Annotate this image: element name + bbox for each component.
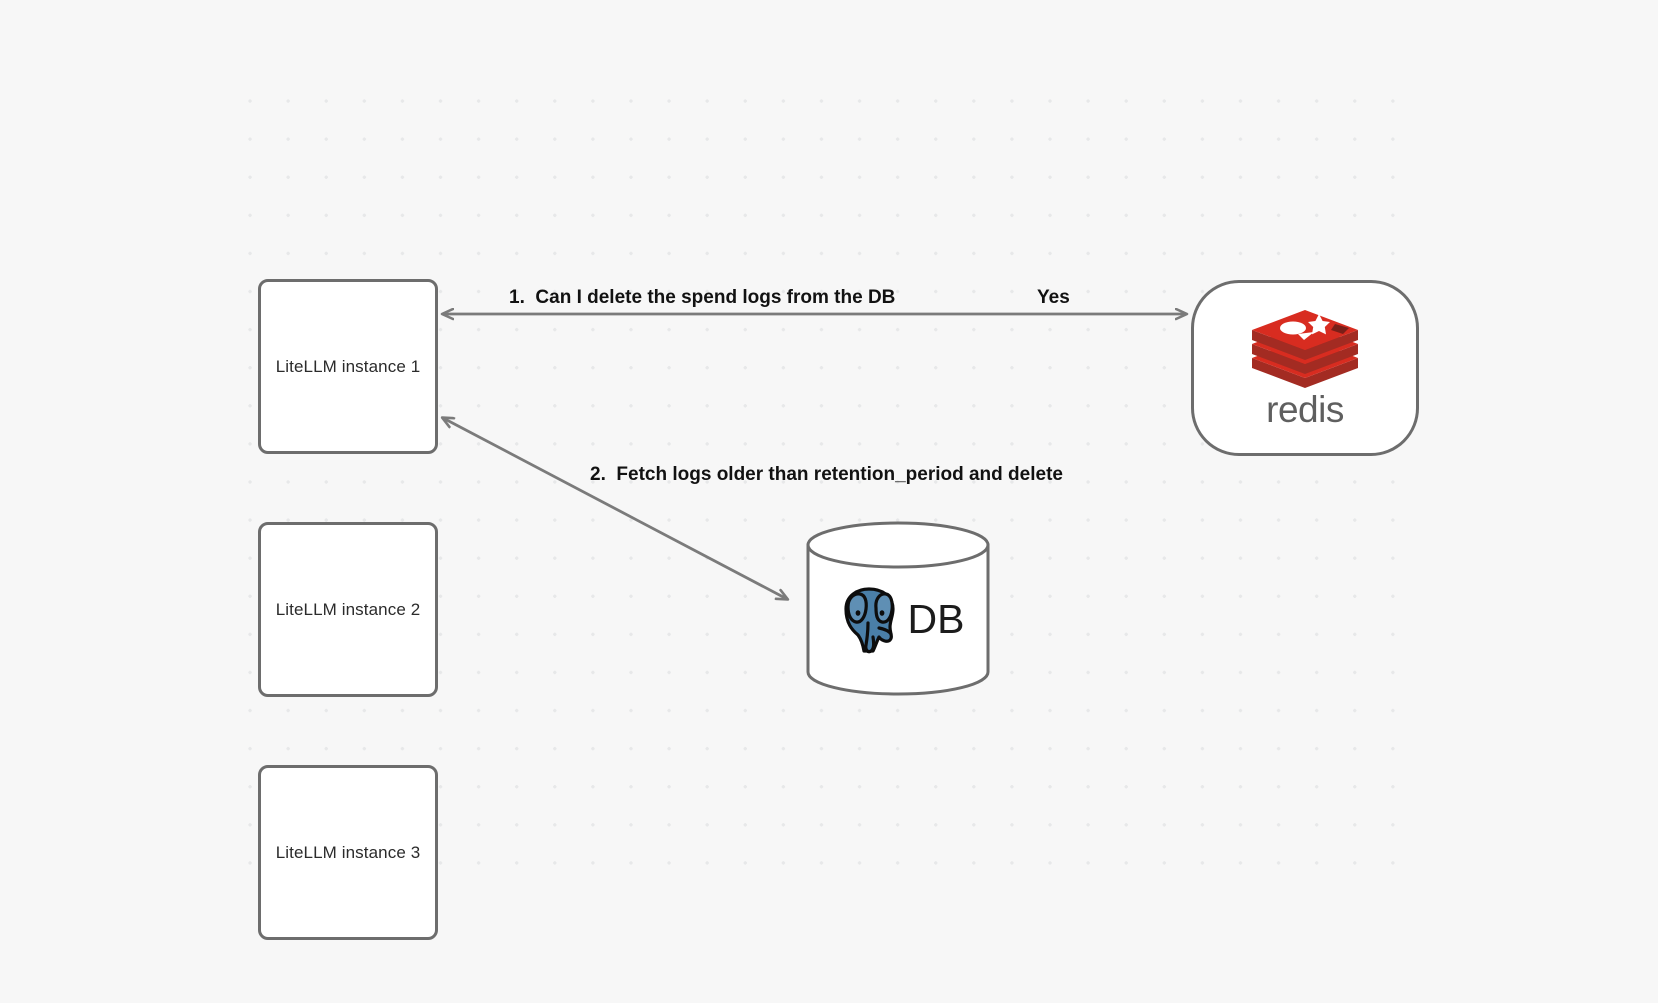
node-label: LiteLLM instance 2 <box>275 599 421 619</box>
node-litellm-instance-3[interactable]: LiteLLM instance 3 <box>258 765 438 940</box>
redis-wordmark: redis <box>1245 388 1365 432</box>
node-label: LiteLLM instance 1 <box>275 356 421 376</box>
node-redis[interactable]: redis <box>1191 280 1419 456</box>
svg-text:redis: redis <box>1266 389 1344 430</box>
redis-logo-icon <box>1246 304 1364 390</box>
node-label: LiteLLM instance 3 <box>275 842 421 862</box>
node-litellm-instance-2[interactable]: LiteLLM instance 2 <box>258 522 438 697</box>
cylinder-shape <box>806 521 990 696</box>
edge-label-1: 1. Can I delete the spend logs from the … <box>509 287 896 308</box>
edge-label-1-reply: Yes <box>1037 287 1070 308</box>
postgresql-elephant-icon <box>832 583 906 657</box>
db-label: DB <box>907 596 965 642</box>
node-database[interactable]: DB <box>805 521 991 696</box>
edge-litellm1-database <box>443 418 787 599</box>
edge-label-2: 2. Fetch logs older than retention_perio… <box>590 464 1063 485</box>
node-litellm-instance-1[interactable]: LiteLLM instance 1 <box>258 279 438 454</box>
